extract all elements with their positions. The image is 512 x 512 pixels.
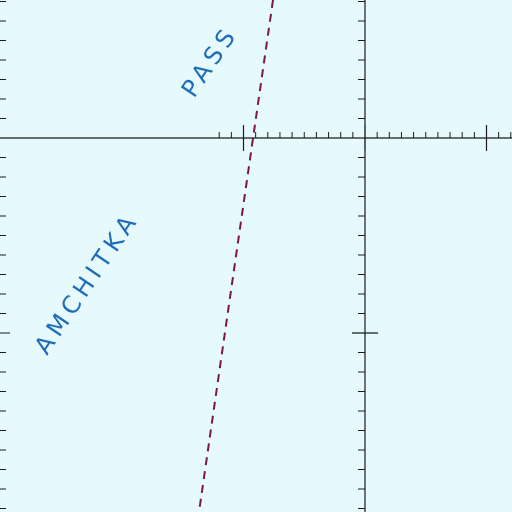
maritime-boundary-line: [198, 0, 274, 512]
latitude-tick-marks: [218, 125, 512, 151]
longitude-tick-marks: [0, 1, 378, 509]
